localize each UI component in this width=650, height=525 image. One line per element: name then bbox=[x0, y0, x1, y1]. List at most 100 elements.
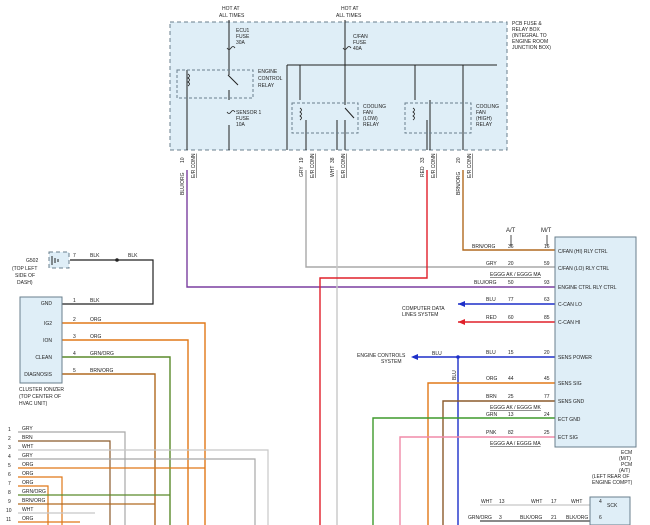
list-wire: ORG bbox=[22, 462, 34, 468]
pcb-box-l4: ENGINE ROOM bbox=[512, 39, 548, 45]
ecm-wire: GRY bbox=[486, 261, 497, 267]
bottom-left-list: 1 GRY 2 BRN 3 WHT 4 GRY 5 ORG 6 ORG 7 OR… bbox=[6, 426, 46, 523]
wire-ground-blk bbox=[62, 259, 154, 305]
wire-sens-gnd bbox=[442, 400, 555, 525]
ecm-label: C/FAN (LO) RLY CTRL bbox=[558, 266, 609, 272]
list-num: 11 bbox=[6, 517, 11, 523]
wire-ion bbox=[62, 339, 189, 525]
list-num: 4 bbox=[8, 454, 11, 460]
ecm-name-5: (LEFT REAR OF bbox=[592, 474, 629, 480]
ecm-at-pin: 44 bbox=[508, 376, 514, 382]
sensor-fuse-l2: FUSE bbox=[236, 116, 250, 122]
list-wire: GRY bbox=[22, 453, 33, 459]
hot-left-line1: HOT AT bbox=[222, 6, 240, 12]
list-num: 6 bbox=[8, 472, 11, 478]
list-wire: BRN/ORG bbox=[22, 498, 45, 504]
ecm-label: SENS SIG bbox=[558, 381, 582, 387]
wire-gry bbox=[305, 170, 555, 268]
ecm-label: ECT SIG bbox=[558, 435, 578, 441]
ecm-at-pin: 36 bbox=[508, 244, 514, 250]
vertical-blu-label: BLU bbox=[452, 370, 458, 380]
list-wire: WHT bbox=[22, 444, 33, 450]
list-num: 9 bbox=[8, 499, 11, 505]
ecm-mt-pin: 25 bbox=[544, 430, 550, 436]
cluster-label-ion: ION bbox=[43, 338, 52, 344]
br-d: BLK/ORG bbox=[566, 515, 588, 521]
list-wire: WHT bbox=[22, 507, 33, 513]
ecm-mt-pin: 93 bbox=[544, 280, 550, 286]
ecm-mt-pin: 85 bbox=[544, 315, 550, 321]
cluster-label-diagnosis: DIAGNOSIS bbox=[24, 372, 52, 378]
mt-label: M/T bbox=[541, 228, 552, 234]
ecm-at-pin: 25 bbox=[508, 394, 514, 400]
fan-low-l2: FAN bbox=[363, 110, 373, 116]
br-a: 13 bbox=[499, 499, 505, 505]
pcb-pin-wire: RED bbox=[420, 166, 426, 177]
ecm-label: SENS POWER bbox=[558, 355, 592, 361]
system-references: COMPUTER DATA LINES SYSTEM ENGINE CONTRO… bbox=[357, 301, 465, 380]
list-wire: BRN bbox=[22, 435, 33, 441]
ecm-wire: BLU/ORG bbox=[474, 280, 497, 286]
cluster-name-3: HVAC UNIT) bbox=[19, 401, 48, 407]
engine-relay-l3: RELAY bbox=[258, 83, 275, 89]
ecm-at-pin: 82 bbox=[508, 430, 514, 436]
wires bbox=[18, 170, 590, 525]
pcb-pin-labels: BLU/ORG 10 E/R CONN GRY 19 E/R CONN WHT … bbox=[180, 153, 473, 195]
ecu1-fuse-l2: FUSE bbox=[236, 34, 250, 40]
pcb-pin-wire: BRN/ORG bbox=[456, 172, 462, 195]
list-wire: GRN/ORG bbox=[22, 489, 46, 495]
ecm-label: ECT GND bbox=[558, 417, 581, 423]
wire-sens-sig bbox=[427, 382, 555, 525]
wire-ig2 bbox=[62, 322, 206, 525]
ecm-name-1: ECM bbox=[621, 450, 632, 456]
pcb-pin-num: 33 bbox=[420, 157, 426, 163]
pcb-box-l5: JUNCTION BOX) bbox=[512, 45, 551, 51]
ecm-mt-pin: 77 bbox=[544, 394, 550, 400]
cluster-pin-1: 1 bbox=[73, 298, 76, 304]
wire-list-4 bbox=[18, 458, 256, 525]
pcb-pin-conn: E/R CONN bbox=[341, 153, 347, 178]
ecm-mt-pin: 20 bbox=[544, 350, 550, 356]
list-num: 1 bbox=[8, 427, 11, 433]
pcb-pin-conn: E/R CONN bbox=[467, 153, 473, 178]
hot-right-line1: HOT AT bbox=[341, 6, 359, 12]
ground-name: G502 bbox=[26, 258, 38, 264]
cluster-pin-5: 5 bbox=[73, 368, 76, 374]
cluster-wire-4: GRN/ORG bbox=[90, 351, 114, 357]
ecm-label: C/FAN (HI) RLY CTRL bbox=[558, 249, 608, 255]
wire-ect-gnd bbox=[372, 417, 555, 525]
wire-list-2 bbox=[18, 440, 111, 525]
ecm-mt-pin: 16 bbox=[544, 244, 550, 250]
ecm-mt-pin: 24 bbox=[544, 412, 550, 418]
list-num: 10 bbox=[6, 508, 12, 514]
wire-clean bbox=[62, 356, 171, 525]
ecm-wire: ORG bbox=[486, 376, 498, 382]
ground-wire-1: BLK bbox=[90, 253, 100, 259]
wire-ect-sig bbox=[399, 436, 555, 525]
wire-list-6 bbox=[18, 476, 63, 525]
ecm-name-3: PCM bbox=[621, 462, 632, 468]
ecm-name-2: (M/T) bbox=[619, 456, 631, 462]
hot-right-line2: ALL TIMES bbox=[336, 13, 362, 19]
ecm-label: SENS GND bbox=[558, 399, 585, 405]
pcb-pin-num: 20 bbox=[456, 157, 462, 163]
list-wire: GRY bbox=[22, 426, 33, 432]
hot-left-line2: ALL TIMES bbox=[219, 13, 245, 19]
list-num: 8 bbox=[8, 490, 11, 496]
ecm-mt-pin: 63 bbox=[544, 297, 550, 303]
br-e: 6 bbox=[599, 515, 602, 521]
ecm-wire: BLU bbox=[486, 350, 496, 356]
wire-blu-org bbox=[186, 170, 555, 288]
list-num: 5 bbox=[8, 463, 11, 469]
wire-list-1 bbox=[18, 431, 126, 525]
ecu1-fuse-l3: 30A bbox=[236, 40, 246, 46]
ecm-label: ENGINE CTRL RLY CTRL bbox=[558, 285, 617, 291]
ecm-pins: BRN/ORG 36 16 C/FAN (HI) RLY CTRL GRY 20… bbox=[472, 244, 617, 447]
ecm-wire: PNK bbox=[486, 430, 497, 436]
ecm-label: C-CAN LO bbox=[558, 302, 582, 308]
wire-diagnosis bbox=[62, 373, 156, 525]
pcb-box-l3: (INTEGRAL TO bbox=[512, 33, 547, 39]
ground-pin: 7 bbox=[73, 253, 76, 259]
br-c: 17 bbox=[551, 499, 557, 505]
br-c: 21 bbox=[551, 515, 557, 521]
